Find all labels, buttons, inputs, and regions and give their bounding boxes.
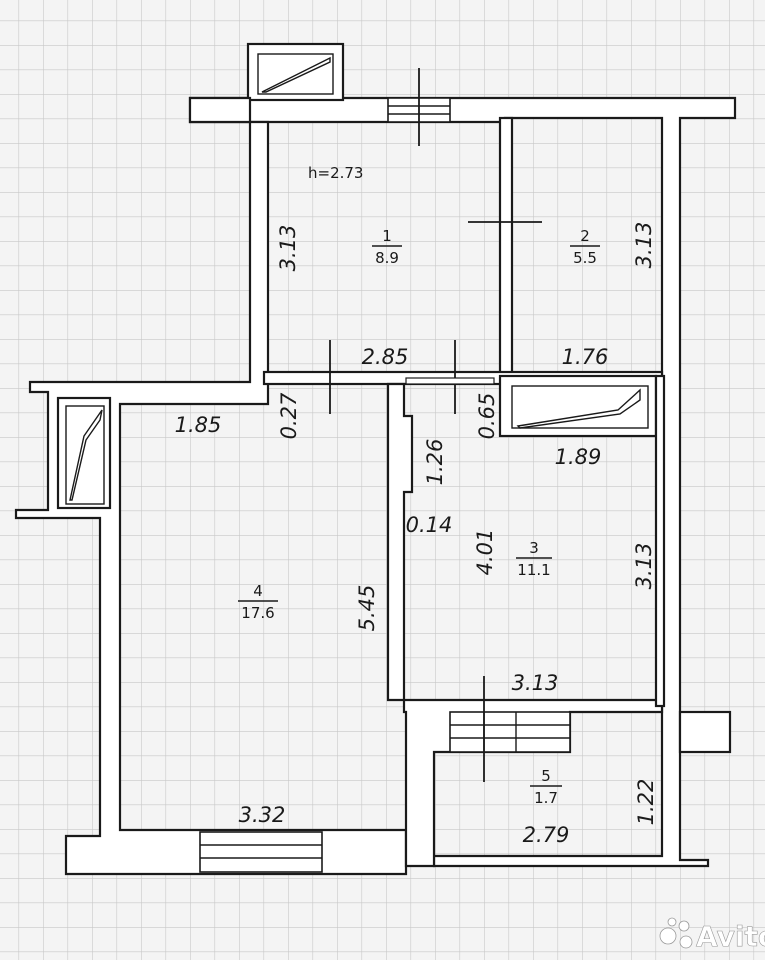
room-5-label: 5 1.7 bbox=[530, 767, 562, 807]
watermark-text: Avito bbox=[696, 920, 765, 953]
dim-room3-door: 0.65 bbox=[475, 393, 499, 440]
room-interiors bbox=[268, 122, 500, 372]
dim-room3-right: 3.13 bbox=[632, 543, 656, 590]
watermark: Avito bbox=[659, 917, 765, 953]
room-5-area: 1.7 bbox=[534, 789, 558, 807]
room-3-area: 11.1 bbox=[517, 561, 550, 579]
dim-corridor-gap: 0.27 bbox=[277, 392, 301, 439]
avito-logo-icon bbox=[659, 917, 693, 949]
room-2-label: 2 5.5 bbox=[570, 227, 600, 267]
dim-room5-height: 1.22 bbox=[634, 779, 658, 826]
dim-room3-offset: 0.14 bbox=[406, 513, 453, 537]
dim-room2-height: 3.13 bbox=[632, 222, 656, 269]
room-1-number: 1 bbox=[382, 227, 392, 245]
room-1-area: 8.9 bbox=[375, 249, 399, 267]
dim-room1-height: 3.13 bbox=[276, 225, 300, 272]
room-2-number: 2 bbox=[580, 227, 590, 245]
ceiling-height: h=2.73 bbox=[308, 164, 363, 182]
shaft-markings bbox=[65, 53, 649, 505]
dim-room4-top: 1.85 bbox=[175, 413, 222, 437]
dim-room1-width: 2.85 bbox=[362, 345, 409, 369]
dim-room5-width: 2.79 bbox=[523, 823, 570, 847]
dim-room3-left: 4.01 bbox=[473, 529, 497, 576]
room-4-area: 17.6 bbox=[241, 604, 274, 622]
room-5-number: 5 bbox=[541, 767, 551, 785]
dim-room3-bottom: 3.13 bbox=[512, 671, 559, 695]
room-3-number: 3 bbox=[529, 539, 539, 557]
room-4-number: 4 bbox=[253, 582, 263, 600]
dim-room4-height: 5.45 bbox=[355, 585, 379, 632]
room-2-area: 5.5 bbox=[573, 249, 597, 267]
room-3-label: 3 11.1 bbox=[516, 539, 552, 579]
room-4-label: 4 17.6 bbox=[238, 582, 278, 622]
dim-closet-width: 1.89 bbox=[555, 445, 602, 469]
door-markers bbox=[329, 68, 542, 782]
dimensions: 2.85 1.76 1.89 1.85 0.14 3.13 3.32 2.79 … bbox=[175, 222, 658, 847]
dim-room3-upper-left: 1.26 bbox=[423, 439, 447, 486]
dim-room2-width: 1.76 bbox=[562, 345, 609, 369]
dim-room4-bottom: 3.32 bbox=[239, 803, 286, 827]
window-room4 bbox=[199, 831, 323, 873]
window-room5 bbox=[449, 711, 571, 753]
room-1-label: 1 8.9 bbox=[372, 227, 402, 267]
